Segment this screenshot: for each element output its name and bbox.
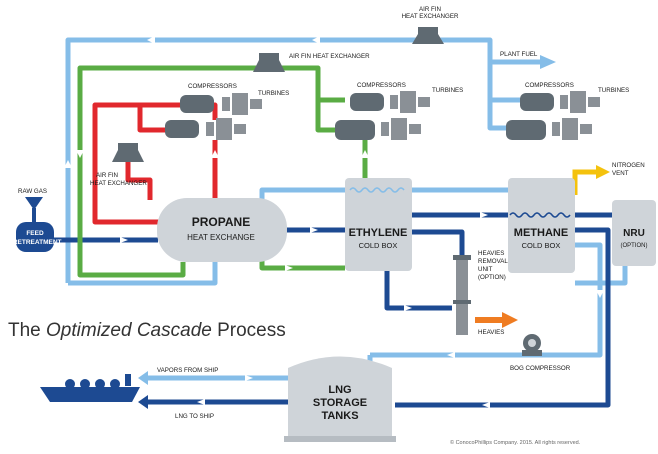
- ethylene-label: ETHYLENE: [349, 227, 408, 239]
- lng-storage-tank: [288, 356, 392, 440]
- ethylene-coil: [349, 187, 405, 193]
- lng-ship-icon: [40, 374, 140, 402]
- nitrogen-label: NITROGEN: [612, 162, 645, 169]
- propane-label: PROPANE: [192, 215, 250, 229]
- top-light-blue-loop: [65, 37, 506, 283]
- lng-to-ship-arrowhead: [138, 395, 148, 409]
- air-fin-heat-exchanger-left: [112, 143, 144, 162]
- copyright-notice: © ConocoPhillips Company. 2015. All righ…: [450, 439, 581, 446]
- feed-label: FEED: [26, 230, 44, 237]
- methane-label: METHANE: [514, 227, 568, 239]
- methane-compressors-label: COMPRESSORS: [525, 82, 574, 89]
- bog-compressor-base: [522, 350, 542, 356]
- lng-label: LNG: [328, 384, 351, 396]
- ethylene-turbines-label: TURBINES: [432, 87, 463, 94]
- plant-fuel-arrowhead: [540, 55, 556, 69]
- propane-heat-exchange-vessel: [157, 198, 287, 262]
- bog-compressor-label: BOG COMPRESSOR: [510, 365, 571, 372]
- red-compressor-loop: [137, 105, 165, 133]
- air-fin-left-label-1: AIR FIN: [96, 172, 118, 179]
- ethylene-cold-box-label: COLD BOX: [359, 241, 398, 250]
- title-emphasis: Optimized Cascade: [46, 320, 212, 341]
- vapors-from-ship-label: VAPORS FROM SHIP: [157, 367, 218, 374]
- air-fin-heat-exchanger-top: [412, 27, 444, 44]
- feed-pretreatment-box: [16, 222, 54, 252]
- lng-to-ship-label: LNG TO SHIP: [175, 413, 214, 420]
- heavies-return-line: [384, 262, 452, 311]
- ethylene-heavies-line: [412, 229, 465, 255]
- title-suffix: Process: [212, 320, 286, 341]
- methane-coil: [509, 212, 571, 218]
- green-outer-loop: [77, 65, 340, 278]
- ethylene-compressors-label: COMPRESSORS: [357, 82, 406, 89]
- nru-vessel: [612, 200, 656, 266]
- bog-compressor-hub: [528, 339, 536, 347]
- air-fin-left-label-2: HEAT EXCHANGER: [90, 180, 147, 187]
- raw-gas-stem: [32, 208, 36, 222]
- heavies-arrowhead: [502, 312, 518, 328]
- diagram-title: The Optimized Cascade Process: [8, 320, 286, 341]
- propane-turbines-label: TURBINES: [258, 90, 289, 97]
- methane-turbines-label: TURBINES: [598, 87, 629, 94]
- storage-label: STORAGE: [313, 397, 367, 409]
- light-blue-return: [575, 265, 628, 286]
- plant-fuel-label: PLANT FUEL: [500, 51, 538, 58]
- air-fin-mid-label: AIR FIN HEAT EXCHANGER: [289, 53, 370, 60]
- air-fin-top-label-2: HEAT EXCHANGER: [402, 13, 459, 20]
- heavies-label: HEAVIES: [478, 329, 504, 336]
- heavies-removal-label-1: HEAVIES: [478, 250, 504, 257]
- lng-tank-base: [284, 436, 396, 442]
- tanks-label: TANKS: [321, 410, 358, 422]
- propane-compressors: [165, 95, 214, 138]
- red-air-fin-line: [125, 160, 153, 200]
- heavies-column-cap: [453, 255, 471, 260]
- air-fin-heat-exchanger-mid: [253, 53, 285, 72]
- pretreatment-label: PRETREATMENT: [9, 239, 62, 246]
- methane-cold-box-label: COLD BOX: [522, 241, 561, 250]
- nru-label: NRU: [623, 228, 645, 239]
- propane-turbines: [206, 93, 262, 140]
- methane-turbines: [552, 91, 600, 140]
- title-prefix: The: [8, 320, 46, 341]
- methane-compressors: [506, 93, 554, 140]
- nru-option-label: (OPTION): [621, 243, 648, 249]
- methane-cold-box: [508, 178, 575, 273]
- vapors-arrowhead: [138, 371, 148, 385]
- heavies-column-band: [453, 300, 471, 304]
- air-fin-top-label-1: AIR FIN: [419, 6, 441, 13]
- light-blue-methane-out: [370, 242, 603, 358]
- nitrogen-vent-arrowhead: [596, 165, 610, 179]
- heavies-removal-label-3: UNIT: [478, 266, 493, 273]
- feed-lng-lines: [50, 212, 612, 408]
- heavies-removal-column: [456, 255, 468, 335]
- heavies-removal-label-2: REMOVAL: [478, 258, 508, 265]
- nitrogen-vent-line: [572, 169, 597, 195]
- ethylene-turbines: [381, 91, 430, 140]
- heavies-removal-label-4: (OPTION): [478, 274, 506, 281]
- raw-gas-funnel-icon: [25, 197, 43, 210]
- heat-exchange-label: HEAT EXCHANGE: [187, 233, 255, 242]
- propane-compressors-label: COMPRESSORS: [188, 83, 237, 90]
- flow-direction-markers: [64, 36, 604, 408]
- lng-to-tank-line: [395, 227, 611, 408]
- ethylene-compressors: [335, 93, 384, 140]
- ethylene-cold-box: [345, 178, 412, 271]
- light-blue-propane-link: [68, 262, 218, 286]
- vent-label: VENT: [612, 170, 629, 177]
- raw-gas-label: RAW GAS: [18, 188, 47, 195]
